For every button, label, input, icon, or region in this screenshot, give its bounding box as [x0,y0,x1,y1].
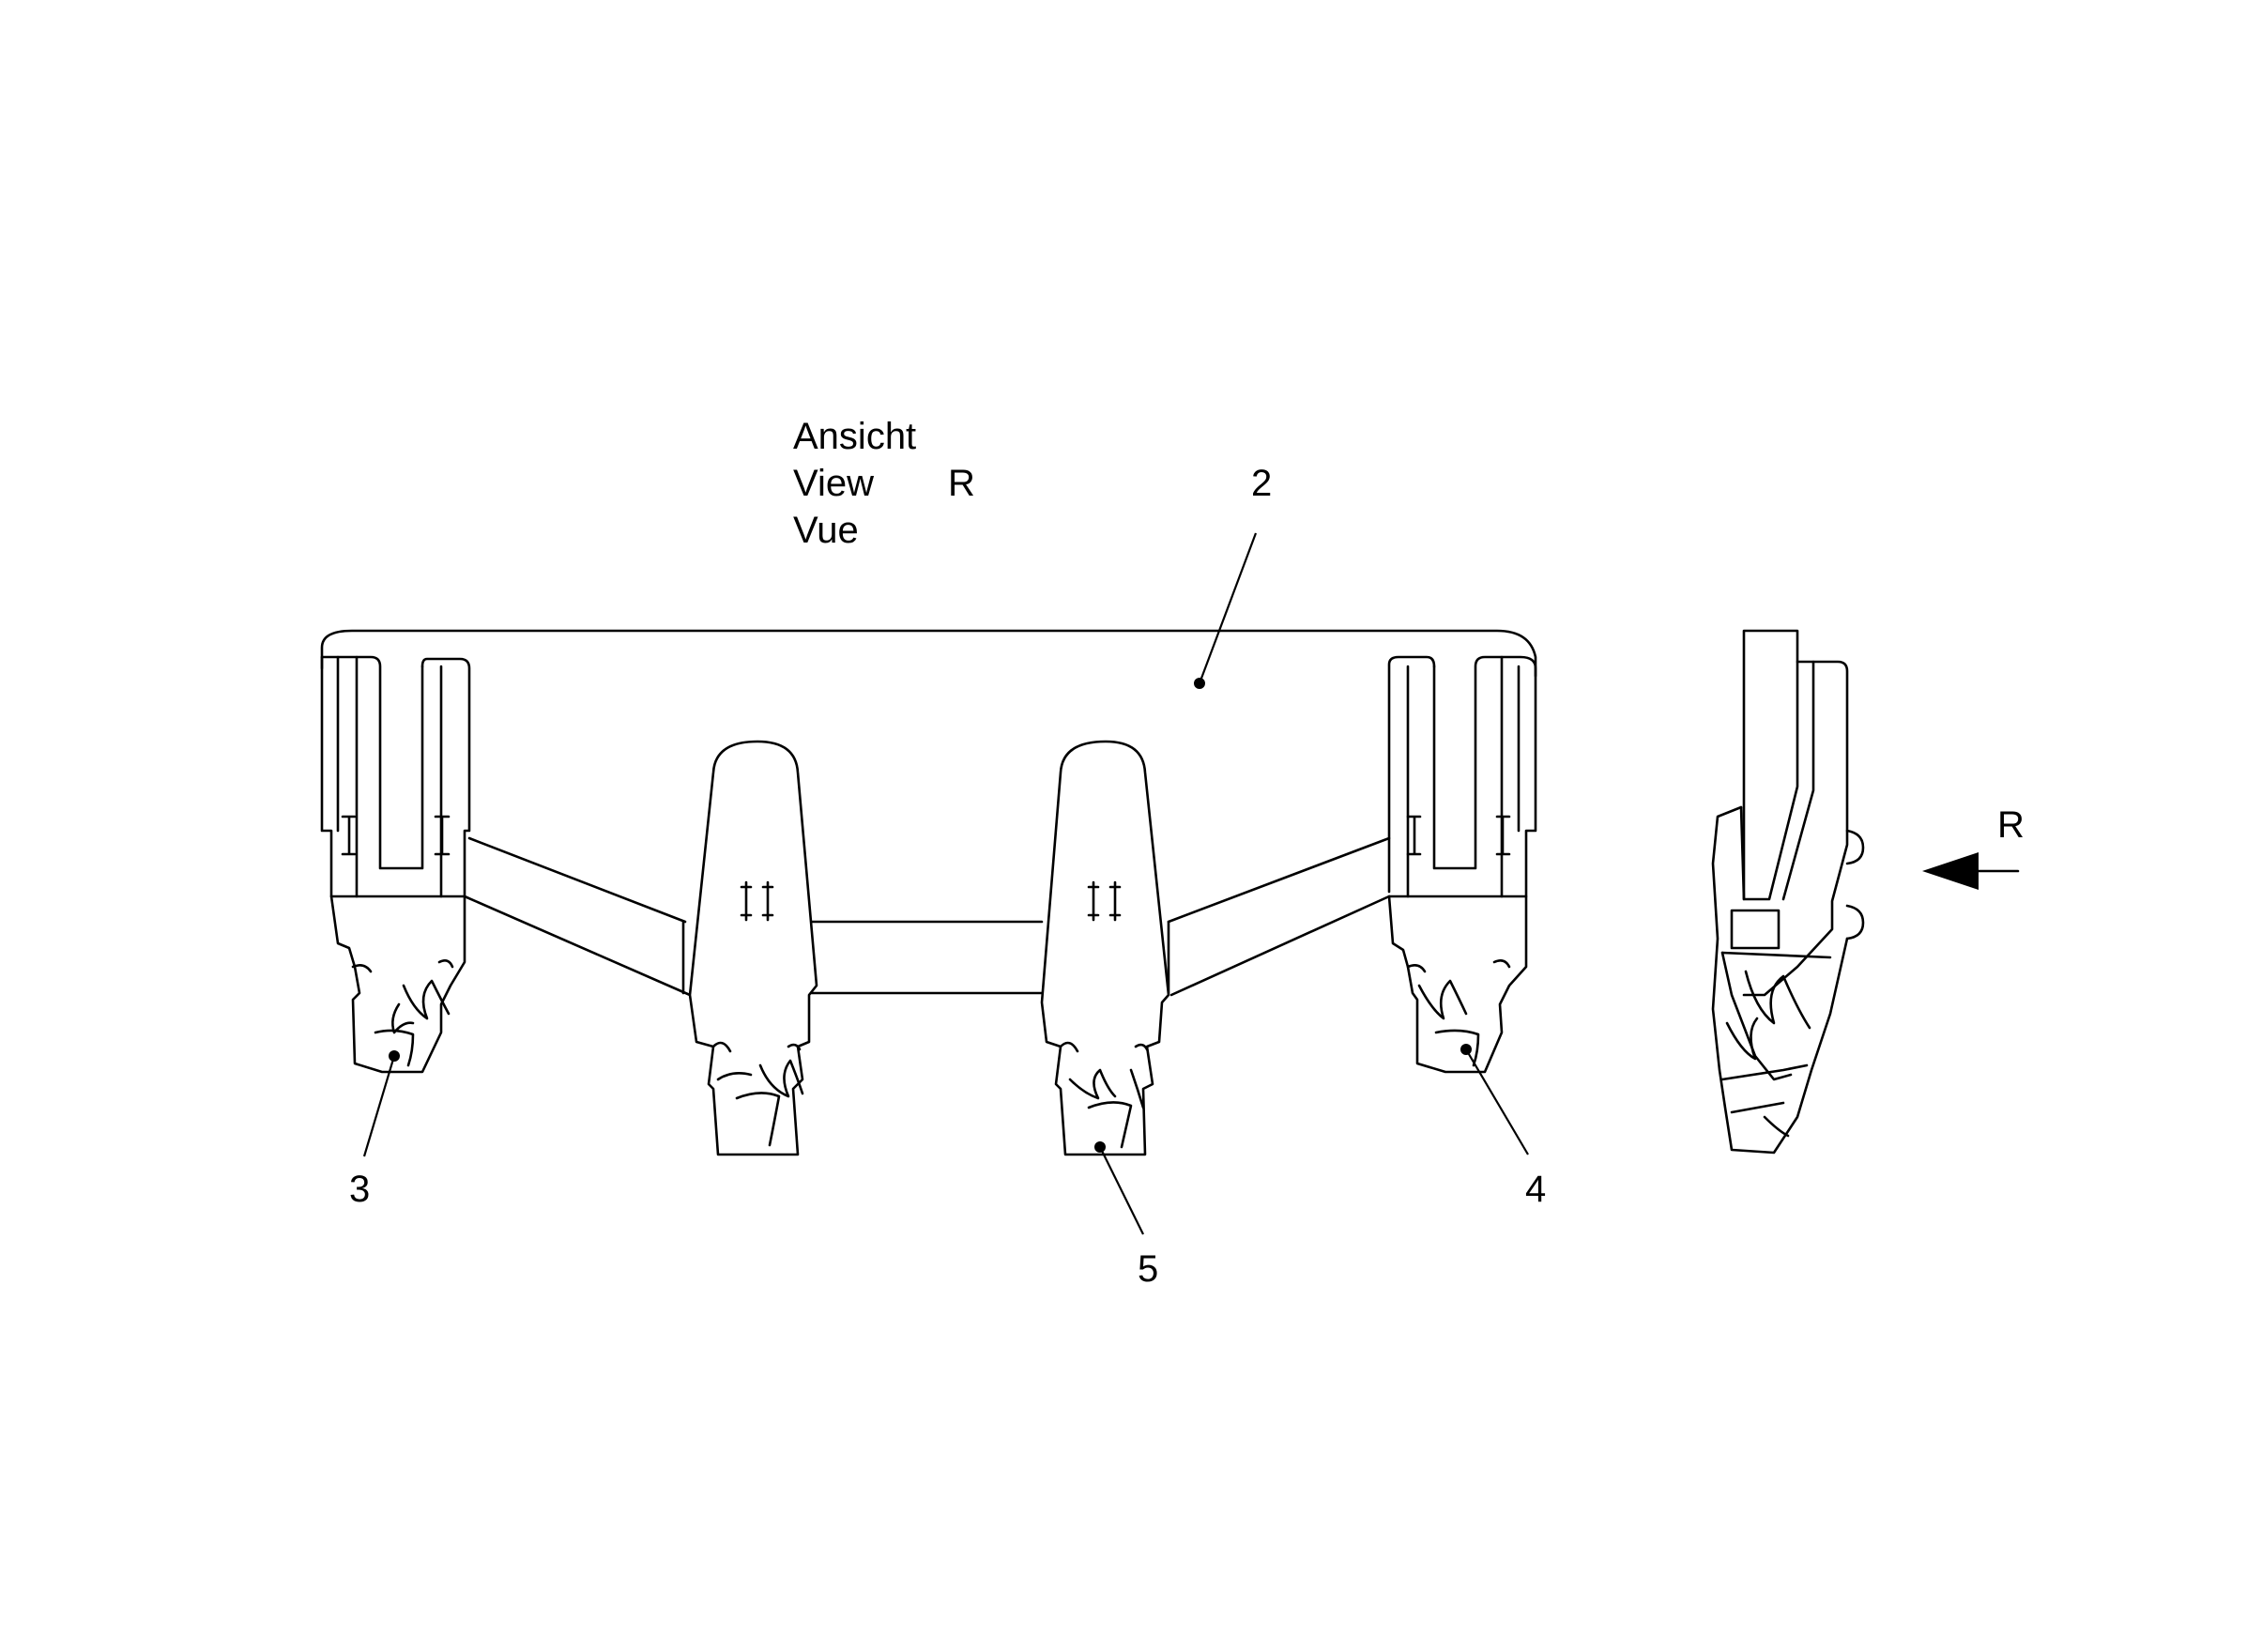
view-label-german: Ansicht [793,416,916,457]
view-label-letter: R [948,463,975,504]
center-left-adapter [688,740,818,1156]
callout-3-label: 3 [349,1169,370,1210]
view-arrow-letter: R [1997,804,2025,846]
view-label: Ansicht View Vue R [793,416,975,551]
callout-5-label: 5 [1138,1248,1158,1290]
callout-2-label: 2 [1251,463,1272,504]
callout-2: 2 [1194,463,1272,689]
left-corner-adapter [320,655,471,1074]
right-corner-adapter [1387,655,1537,1074]
connecting-bars [463,836,1391,997]
view-arrow: R [1922,804,2025,890]
arrow-head-icon [1922,852,1979,890]
callout-4-label: 4 [1525,1169,1546,1210]
center-right-adapter [1040,740,1170,1156]
view-label-french: Vue [793,510,859,551]
bucket-lip [320,629,1537,678]
side-view [1711,629,1865,1155]
view-label-english: View [793,463,874,504]
callout-3: 3 [349,1050,400,1210]
callout-4: 4 [1460,1044,1546,1210]
callout-5: 5 [1094,1141,1158,1290]
